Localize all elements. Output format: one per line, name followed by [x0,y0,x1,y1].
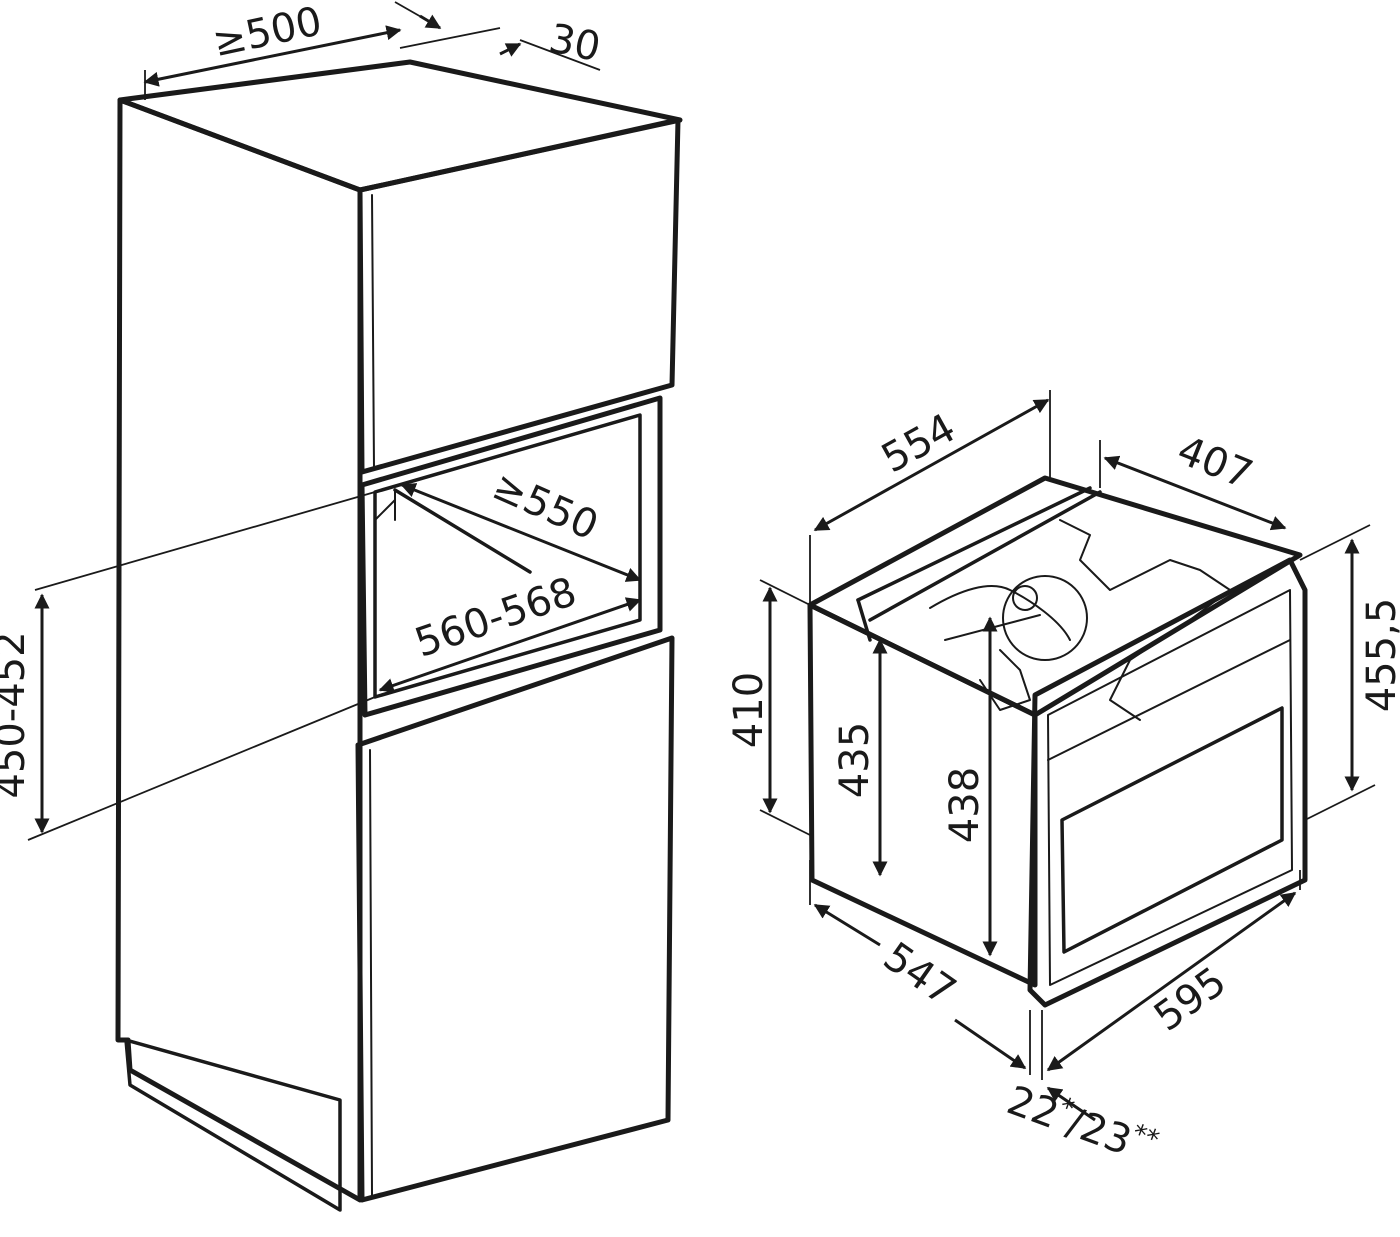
cabinet-plinth [124,1038,342,1212]
front-height-label: 455,5 [1359,598,1400,713]
body-height-label: 410 [726,672,772,748]
front-width-label: 595 [1146,958,1235,1040]
niche-depth-min-label: ≥550 [486,463,605,550]
appliance-front-panel [1047,589,1293,986]
front-offset-alt-label: /23 [1061,1099,1137,1164]
appliance-top [807,475,1303,718]
cabinet-side-panel [115,97,363,1203]
front-offset-label: 22 [1001,1077,1065,1138]
niche-opening-width-label: 560-568 [409,569,582,667]
svg-text:22*/23**: 22*/23** [1001,1075,1163,1174]
niche-opening-height-label: 450-452 [0,631,34,798]
appliance-front-frame [1027,557,1308,1008]
tall-cabinet: ≥500 30 ≥550 560-568 450-452 [0,0,683,1212]
cabinet-top [117,59,683,193]
cabinet-lower-door [355,635,675,1203]
inner-height-label: 435 [832,722,878,798]
niche-frame [359,395,663,718]
appliance-window [1060,706,1284,954]
cabinet-upper-door [357,117,681,475]
cavity-height-label: 438 [942,767,988,843]
appliance: 554 407 455,5 410 435 438 547 595 [726,390,1400,1174]
niche-gap-label: 30 [545,15,604,71]
